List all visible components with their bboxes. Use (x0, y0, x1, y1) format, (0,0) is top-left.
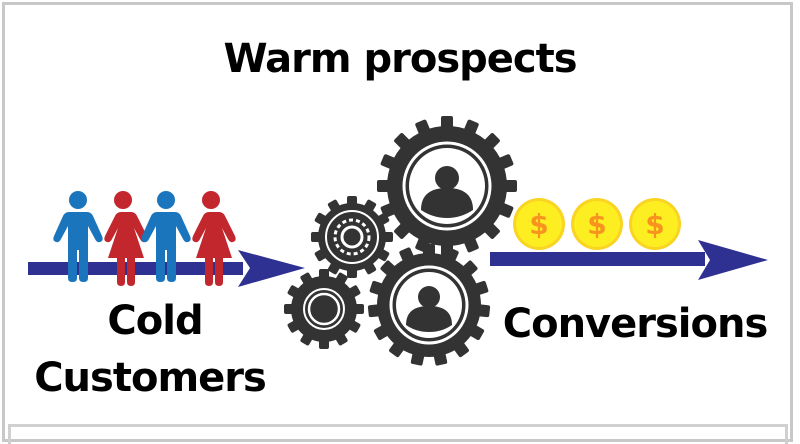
svg-text:$: $ (587, 208, 606, 241)
dollar-coin-icon: $ (513, 198, 565, 250)
left-label-customers: Customers (34, 355, 267, 401)
gear-cog-icon (311, 196, 393, 278)
dollar-coin-icon: $ (629, 198, 681, 250)
right-arrow-icon (490, 240, 768, 280)
dollar-coin-icon: $ (571, 198, 623, 250)
svg-text:$: $ (645, 208, 664, 241)
gears-icon (284, 116, 517, 366)
right-label-conversions: Conversions (502, 301, 769, 347)
coins-icon: $ $ $ (513, 198, 681, 250)
diagram-artwork: $ $ $ (28, 116, 768, 366)
gear-ring-icon (284, 269, 364, 349)
left-label-cold: Cold (107, 298, 203, 344)
svg-text:$: $ (529, 208, 548, 241)
gear-person-icon (367, 244, 491, 366)
diagram-title: Warm prospects (223, 36, 577, 82)
gear-person-icon (377, 116, 517, 256)
